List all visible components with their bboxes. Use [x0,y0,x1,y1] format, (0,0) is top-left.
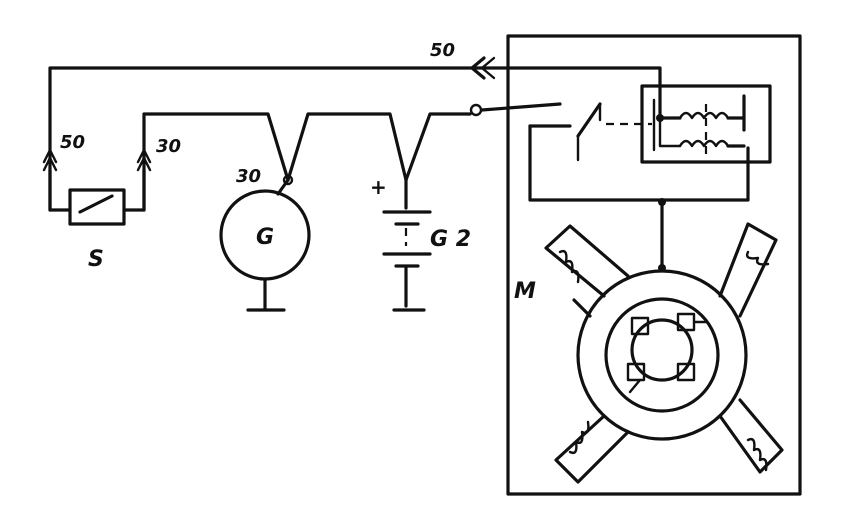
motor-label: M [514,279,536,304]
terminal-30-label-switch: 30 [156,136,181,157]
wire-30-generator [142,112,290,212]
connector-30-icon [136,156,152,172]
solenoid-coil-lower [678,139,730,148]
solenoid-box [640,84,772,164]
brush-bottom-right [676,362,696,382]
solenoid-output [726,94,746,148]
motor-feed-node-top [658,198,666,206]
coil-top-left-icon [558,249,580,284]
starter-motor-housing [506,34,802,496]
pole-bottom-left [554,414,630,484]
solenoid-coil-link [658,116,682,148]
solenoid-coil-upper [678,111,730,120]
coil-top-right-icon [745,250,770,266]
wire-30-battery [286,112,408,182]
switch-s-contact [78,194,114,214]
switch-s-lead-right [122,168,146,212]
battery-label: G 2 [430,227,471,252]
generator-node [282,174,294,186]
brush-bottom-left [626,362,646,382]
motor-armature [630,318,694,382]
battery-plus-label: + [370,175,387,199]
brush-top-left [630,316,650,336]
terminal-30-label-generator: 30 [236,166,261,187]
generator-ground-icon [246,277,286,312]
motor-stator-inner [604,297,720,413]
main-contact-posts [576,102,602,162]
connector-50-icon [42,156,58,172]
main-contact-blade [576,102,602,138]
terminal-50-label-switch: 50 [60,132,85,153]
arrow-50-icon [470,56,486,80]
switch-s-box [68,188,126,226]
connector-30b-icon [136,148,152,164]
wire-to-main-contact [480,102,562,112]
wire-30-to-starter [404,112,472,182]
pole-bottom-right [718,398,784,474]
switch-label: S [88,247,104,272]
coil-bottom-right-icon [746,437,768,472]
terminal-30-starter [469,103,483,117]
coil-bottom-left-icon [568,420,590,455]
brush-leads [628,320,708,394]
pole-top-right [718,222,778,318]
pole-top-left-ground [572,298,592,318]
solenoid-input [658,84,682,120]
terminal-50-label-top: 50 [430,40,455,61]
arrow-50-tail-icon [480,56,496,80]
battery-ground-icon [392,266,426,312]
motor-stator-ring [576,269,748,441]
switch-s-lead-left [48,168,72,212]
wire-50 [48,66,662,212]
wire-main-contact-loop [528,124,750,202]
generator-lead [276,178,290,196]
connector-50b-icon [42,148,58,164]
generator-label: G [256,225,274,250]
